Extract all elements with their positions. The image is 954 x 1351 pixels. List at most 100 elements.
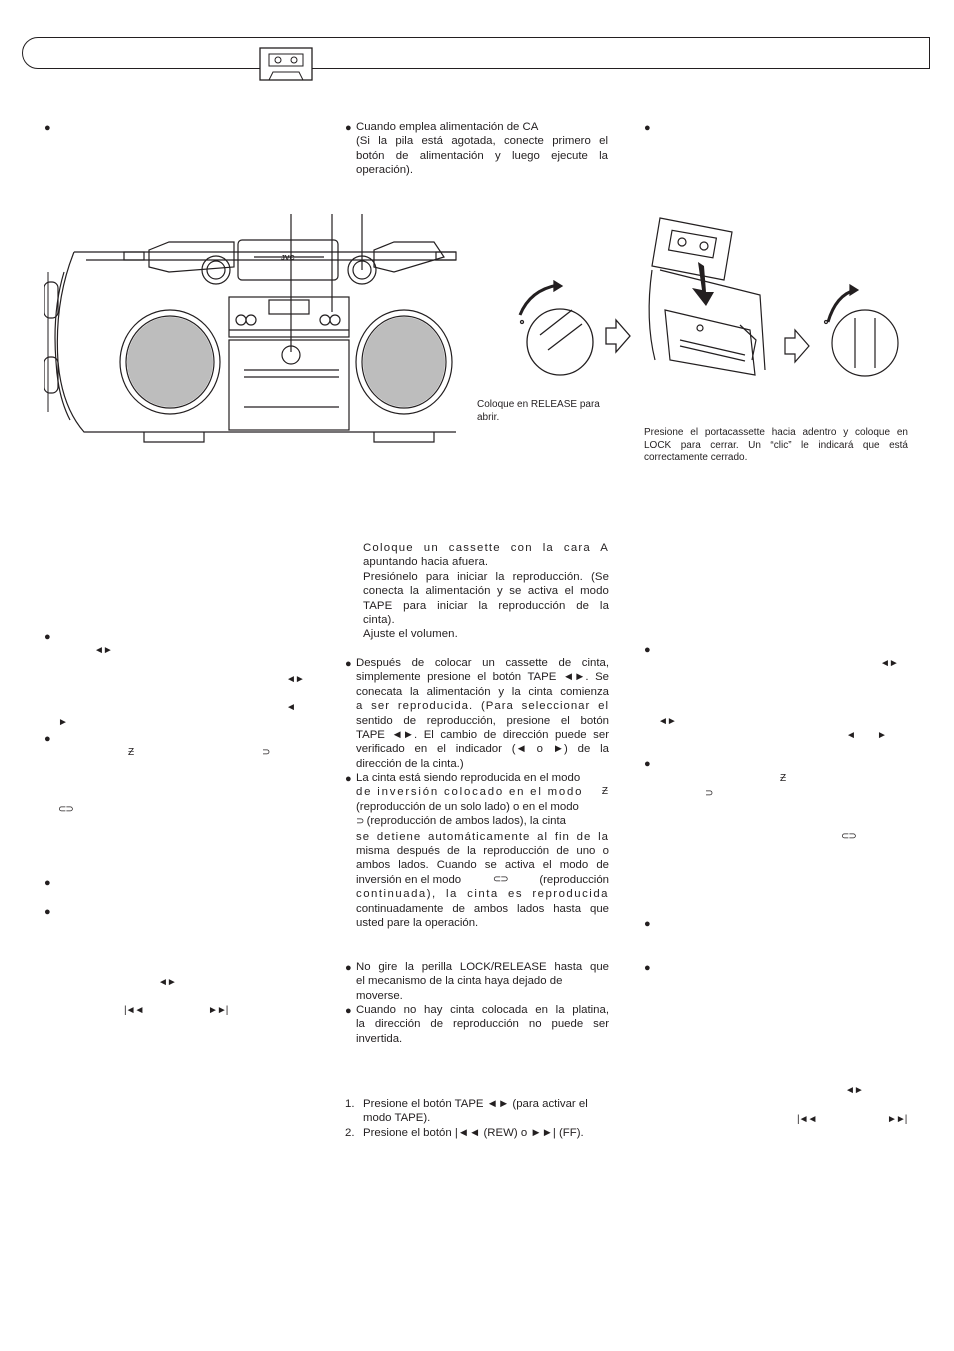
bullet: ● (345, 658, 352, 670)
ac-note: Cuando emplea alimentación de CA (Si la … (356, 120, 608, 178)
ff-icon: ►►| (887, 1114, 907, 1125)
lock-caption: Presione el portacassette hacia adentro … (644, 427, 908, 465)
bullet: ● (44, 631, 51, 643)
boombox-illustration: JVC (43, 212, 458, 452)
bullet: ● (644, 758, 651, 770)
text-line: (Si la pila está agotada, conecte primer… (356, 135, 608, 148)
text-line: Presione el botón TAPE ◄► (para activar … (363, 1098, 588, 1110)
one-side-icon: Ƶ (780, 773, 786, 784)
text-line: Coloque un cassette con la cara A (363, 542, 609, 554)
release-caption: Coloque en RELEASE para abrir. (477, 399, 600, 424)
bullet: ● (644, 962, 651, 974)
step-number: 1. (345, 1098, 355, 1110)
text-line: inversión en el modo (356, 873, 462, 886)
text-line: apuntando hacia afuera. (363, 556, 489, 569)
no-tape-note: Cuando no hay cinta colocada en la plati… (356, 1003, 609, 1046)
text-line: Ajuste el volumen. (363, 628, 458, 641)
bullet: ● (644, 644, 651, 656)
brand-logo: JVC (281, 255, 295, 262)
text-line: conecata la alimentación y la cinta comi… (356, 685, 609, 698)
bullet: ● (345, 773, 352, 785)
text-line: La cinta está siendo reproducida en el m… (356, 772, 581, 784)
text-line: continuadamente de ambos lados hasta que (356, 902, 609, 915)
text-line: el mecanismo de la cinta haya dejado de (356, 975, 563, 988)
text-line: (reproducción (539, 873, 609, 886)
ffrew-steps: 1. Presione el botón TAPE ◄► (para activ… (345, 1097, 609, 1140)
text-line: TAPE ◄►. El cambio de dirección puede se… (356, 729, 609, 742)
play-icon: ◄► (845, 1085, 864, 1096)
text-line: Coloque en RELEASE para (477, 399, 600, 410)
right-arrow-icon: ► (877, 730, 887, 741)
playback-steps: Coloque un cassette con la cara A apunta… (363, 541, 609, 642)
play-icon: ◄► (286, 674, 305, 685)
ff-icon: ►►| (208, 1005, 228, 1016)
text-line: verificado en el indicador (◄ o ►) de la (356, 743, 609, 756)
text-line: TAPE para iniciar la reproducción de la (363, 599, 609, 612)
text-line: misma después de la reproducción de uno … (356, 845, 609, 858)
continuous-icon: ⊂⊃ (492, 873, 509, 885)
both-sides-icon: ⊃ (356, 816, 364, 828)
text-line: Cuando emplea alimentación de CA (356, 121, 539, 133)
step-number: 2. (345, 1126, 355, 1139)
left-arrow-icon: ◄ (846, 730, 856, 741)
text-line: a ser reproducida. (Para seleccionar el (356, 700, 609, 713)
left-arrow-icon: ◄ (286, 702, 296, 713)
continuous-icon: ⊂⊃ (841, 831, 857, 842)
play-icon: ◄► (658, 716, 677, 727)
play-icon: ◄► (158, 977, 177, 988)
bullet: ● (44, 906, 51, 918)
text-line: continuada), la cinta es reproducida (356, 888, 609, 901)
text-line: correctamente cerrado. (644, 452, 748, 463)
text-line: conecta la alimentación y se activa el m… (363, 585, 609, 598)
rew-icon: |◄◄ (797, 1114, 817, 1125)
right-arrow-icon: ► (58, 717, 68, 728)
one-side-icon: Ƶ (128, 747, 134, 758)
insert-cassette-diagram (640, 210, 910, 385)
bullet: ● (345, 962, 352, 974)
text-line: Presione el portacassette hacia adentro … (644, 427, 908, 438)
section-header-bar (22, 37, 930, 69)
after-insert-note: Después de colocar un cassette de cinta,… (356, 656, 609, 771)
bullet: ● (644, 918, 651, 930)
text-line: botón de alimentación y luego ejecute la (356, 149, 608, 162)
bullet: ● (44, 122, 51, 134)
cassette-icon (259, 47, 313, 81)
text-line: de inversión colocado en el modo (356, 786, 584, 799)
text-line: usted pare la operación. (356, 917, 479, 930)
bullet: ● (345, 122, 352, 134)
text-line: sentido de reproducción, presione el bot… (356, 714, 609, 727)
both-sides-icon: ⊃ (262, 747, 270, 758)
bullet: ● (644, 122, 651, 134)
text-line: moverse. (356, 989, 403, 1002)
bullet: ● (345, 1005, 352, 1017)
play-icon: ◄► (880, 658, 899, 669)
text-line: (reproducción de un solo lado) o en el m… (356, 800, 579, 813)
text-line: Presione el botón |◄◄ (REW) o ►►| (FF). (363, 1126, 584, 1139)
text-line: operación). (356, 164, 413, 177)
text-line: cinta). (363, 614, 395, 627)
play-icon: ◄► (94, 645, 113, 656)
reverse-mode-note: La cinta está siendo reproducida en el m… (356, 771, 609, 930)
both-sides-icon: ⊃ (705, 788, 713, 799)
text-line: LOCK para cerrar. Un “clic” le indicará … (644, 439, 908, 451)
text-line: dirección de la cinta.) (356, 757, 464, 770)
bullet: ● (44, 733, 51, 745)
text-line: Después de colocar un cassette de cinta, (356, 657, 609, 669)
continuous-icon: ⊂⊃ (58, 804, 74, 815)
bullet: ● (44, 877, 51, 889)
text-line: abrir. (477, 411, 500, 423)
rew-icon: |◄◄ (124, 1005, 144, 1016)
text-line: la dirección de reproducción no puede se… (356, 1018, 609, 1031)
text-line: simplemente presione el botón TAPE ◄►. S… (356, 671, 609, 684)
text-line: (reproducción de ambos lados), la cinta (366, 815, 567, 828)
text-line: invertida. (356, 1032, 403, 1045)
lock-release-note: No gire la perilla LOCK/RELEASE hasta qu… (356, 960, 609, 1003)
one-side-icon: Ƶ (601, 786, 608, 798)
text-line: se detiene automáticamente al fin de la (356, 830, 609, 843)
text-line: Cuando no hay cinta colocada en la plati… (356, 1004, 609, 1016)
text-line: No gire la perilla LOCK/RELEASE hasta qu… (356, 961, 609, 973)
text-line: ambos lados. Cuando se activa el modo de (356, 859, 609, 872)
text-line: modo TAPE). (363, 1112, 431, 1125)
text-line: Presiónelo para iniciar la reproducción.… (363, 570, 609, 583)
release-knob-diagram (510, 279, 650, 380)
